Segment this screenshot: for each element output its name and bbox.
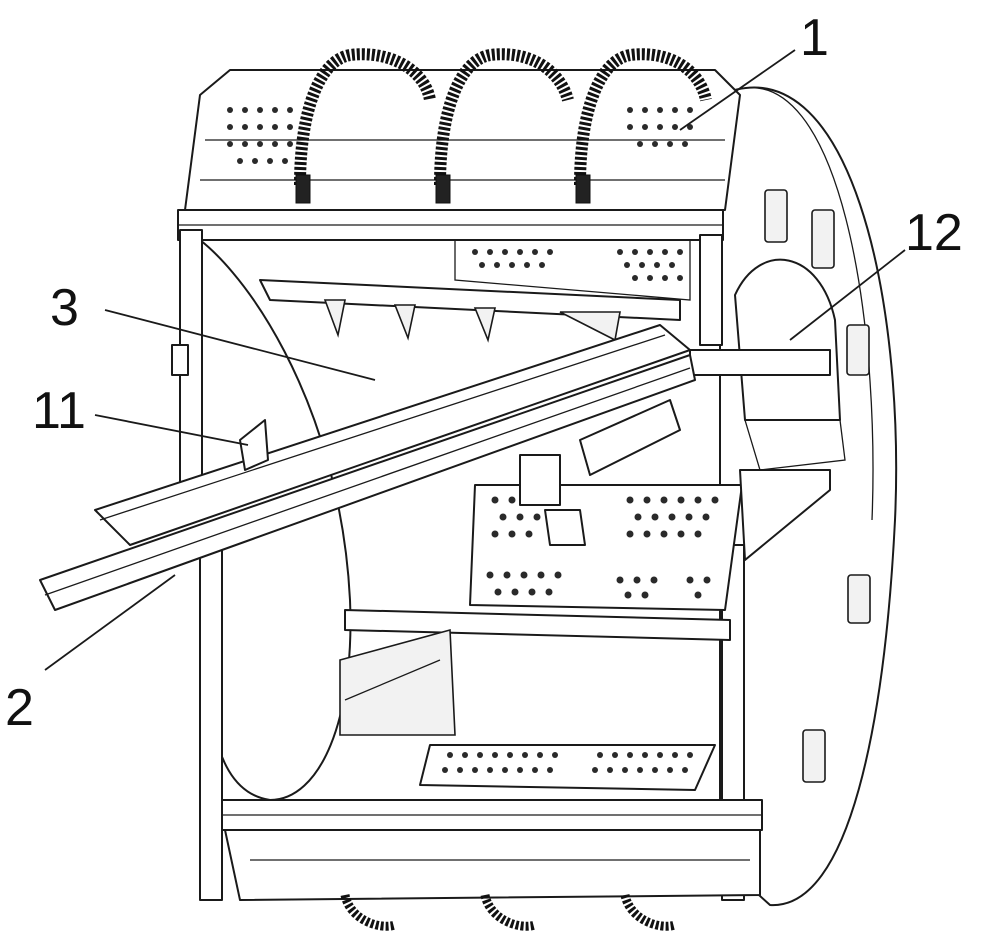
part-labels: 1 12 3 11 2 xyxy=(5,9,963,737)
mesh-band-top xyxy=(454,239,691,301)
label-3: 3 xyxy=(50,279,79,337)
toothed-ring-2 xyxy=(434,48,574,204)
perforation-top-left xyxy=(227,107,293,164)
label-1: 1 xyxy=(800,9,829,67)
label-12: 12 xyxy=(905,204,963,262)
bottom-housing xyxy=(221,799,763,931)
top-housing xyxy=(177,48,741,301)
bottom-perforated-plate xyxy=(419,744,716,791)
bracket-11 xyxy=(239,419,269,471)
leader-lines xyxy=(44,49,906,671)
upper-shelf xyxy=(259,279,681,343)
label-2: 2 xyxy=(5,679,34,737)
perforation-top-right xyxy=(627,107,693,147)
toothed-ring-3 xyxy=(574,48,712,204)
toothed-ring-1 xyxy=(294,48,436,204)
center-perforated-plate xyxy=(469,484,743,611)
inclined-chute xyxy=(39,324,696,611)
middle-shelf xyxy=(339,609,731,736)
label-11: 11 xyxy=(32,382,86,440)
